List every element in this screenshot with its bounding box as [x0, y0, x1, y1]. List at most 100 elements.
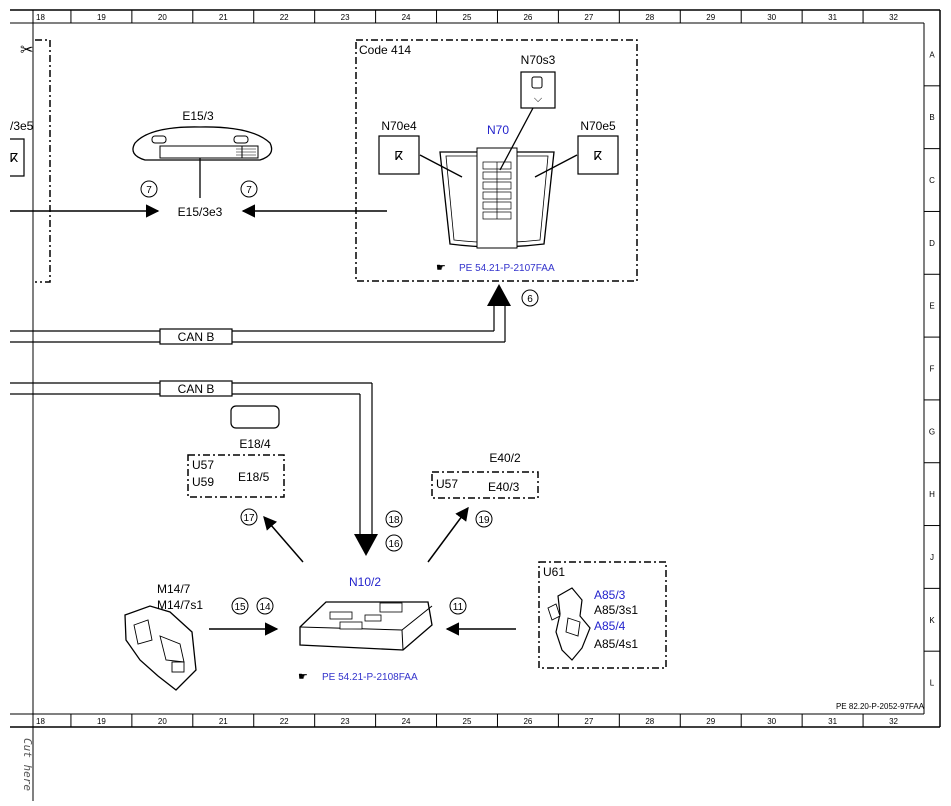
reference-hand-icon: ☛ [298, 671, 308, 683]
e40-group: E40/2 U57 E40/3 19 [431, 451, 539, 528]
column-number: 24 [402, 13, 411, 22]
column-number: 19 [97, 717, 106, 726]
n70e4-label: N70e4 [381, 119, 417, 133]
column-number: 28 [645, 717, 654, 726]
column-number: 21 [219, 13, 228, 22]
reference-hand-icon: ☛ [436, 262, 446, 274]
ref-number-19: 19 [478, 515, 490, 526]
column-number: 25 [463, 717, 472, 726]
column-number: 28 [645, 13, 654, 22]
e40-3-label: E40/3 [488, 480, 520, 494]
column-number: 29 [706, 13, 715, 22]
code-414-box: Code 414 N70s3 ⌵ N70e4 ⴽ N70 N70e5 ⴽ ☛ P… [355, 39, 638, 282]
svg-text:⌵: ⌵ [534, 93, 543, 105]
column-number: 24 [402, 717, 411, 726]
can-b-label-top: CAN B [178, 330, 215, 344]
ref-number-18: 18 [388, 515, 400, 526]
column-ruler-top: 18 19 20 21 22 23 24 25 26 27 28 29 30 31 32 [36, 10, 899, 23]
a85-3s1-label: A85/3s1 [594, 603, 638, 617]
lamp-icon: ⴽ [594, 149, 602, 163]
arrow-n10-to-e18 [263, 515, 304, 563]
n10-2-label: N10/2 [349, 575, 381, 589]
left-fragment-box: ✂ /3e5 ⴽ [10, 39, 51, 283]
code-414-title: Code 414 [359, 43, 411, 57]
column-number: 27 [584, 13, 593, 22]
cut-here-label: Cut here [21, 738, 34, 791]
column-number: 30 [767, 717, 776, 726]
column-number: 30 [767, 13, 776, 22]
column-number: 26 [523, 717, 532, 726]
column-number: 31 [828, 717, 837, 726]
column-number: 27 [584, 717, 593, 726]
lamp-icon: ⴽ [395, 149, 403, 163]
e15-3e3-label: E15/3e3 [178, 205, 223, 219]
column-number: 31 [828, 13, 837, 22]
column-number: 32 [889, 13, 898, 22]
column-number: 22 [280, 717, 289, 726]
ref-number-15: 15 [234, 602, 246, 613]
column-number: 26 [523, 13, 532, 22]
n10-2-component: 18 16 N10/2 ☛ PE 54.21-P-2108FAA [298, 510, 433, 683]
column-number: 18 [36, 717, 45, 726]
ref-number-16: 16 [388, 539, 400, 550]
column-number: 22 [280, 13, 289, 22]
ref-number-11: 11 [453, 602, 464, 613]
a85-4s1-label: A85/4s1 [594, 637, 638, 651]
ref-number-7b: 7 [246, 185, 252, 196]
row-letter: F [930, 365, 935, 374]
n70e5-label: N70e5 [580, 119, 616, 133]
column-number: 29 [706, 717, 715, 726]
ref-number-7a: 7 [146, 185, 152, 196]
column-number: 32 [889, 717, 898, 726]
u57-label-e40: U57 [436, 477, 458, 491]
u61-title: U61 [543, 565, 565, 579]
m14-7-component: M14/7 M14/7s1 15 14 [124, 582, 274, 691]
column-ruler-bottom: 18 19 20 21 22 23 24 25 26 27 28 29 30 31 32 [36, 714, 899, 727]
row-letter: L [930, 679, 935, 688]
ref-number-6: 6 [527, 294, 533, 305]
column-number: 23 [341, 13, 350, 22]
u59-label: U59 [192, 475, 214, 489]
can-b-bus-top: CAN B 6 [10, 284, 539, 345]
sheet-frame [10, 9, 941, 801]
column-number: 25 [463, 13, 472, 22]
u61-group: 11 U61 A85/3 A85/3s1 A85/4 A85/4s1 [449, 561, 667, 669]
e15-3-label: E15/3 [182, 109, 214, 123]
m14-7-label: M14/7 [157, 582, 191, 596]
row-ruler: A B C D E F G H J K L [924, 50, 940, 688]
arrow-n10-to-e40 [427, 506, 469, 563]
e40-2-label: E40/2 [489, 451, 521, 465]
row-letter: D [929, 239, 935, 248]
left-fragment-label: /3e5 [10, 119, 34, 133]
e18-4-label: E18/4 [239, 437, 271, 451]
column-number: 20 [158, 13, 167, 22]
row-letter: J [930, 553, 934, 562]
n10-reference-link[interactable]: PE 54.21-P-2108FAA [322, 672, 418, 683]
scissors-icon: ✂ [20, 42, 33, 59]
m14-7s1-label: M14/7s1 [157, 598, 203, 612]
column-number: 20 [158, 717, 167, 726]
e15-3-component: E15/3 7 7 E15/3e3 [132, 109, 273, 219]
n70-reference-link[interactable]: PE 54.21-P-2107FAA [459, 263, 555, 274]
row-letter: A [929, 50, 935, 59]
column-number: 19 [97, 13, 106, 22]
column-number: 18 [36, 13, 45, 22]
switch-icon: ⌵ [531, 76, 543, 105]
row-letter: H [929, 490, 935, 499]
row-letter: B [929, 113, 934, 122]
column-number: 21 [219, 717, 228, 726]
row-letter: C [929, 176, 935, 185]
row-letter: K [929, 616, 935, 625]
lamp-icon: ⴽ [10, 151, 18, 165]
row-letter: G [929, 427, 935, 436]
row-letter: E [929, 302, 934, 311]
e18-group: E18/4 U57 U59 E18/5 17 [187, 405, 285, 526]
u57-label: U57 [192, 458, 214, 472]
ref-number-14: 14 [259, 602, 271, 613]
column-number: 23 [341, 717, 350, 726]
a85-4-label: A85/4 [594, 619, 626, 633]
e18-5-label: E18/5 [238, 470, 270, 484]
can-b-label-bottom: CAN B [178, 382, 215, 396]
drawing-reference: PE 82.20-P-2052-97FAA [836, 702, 925, 711]
